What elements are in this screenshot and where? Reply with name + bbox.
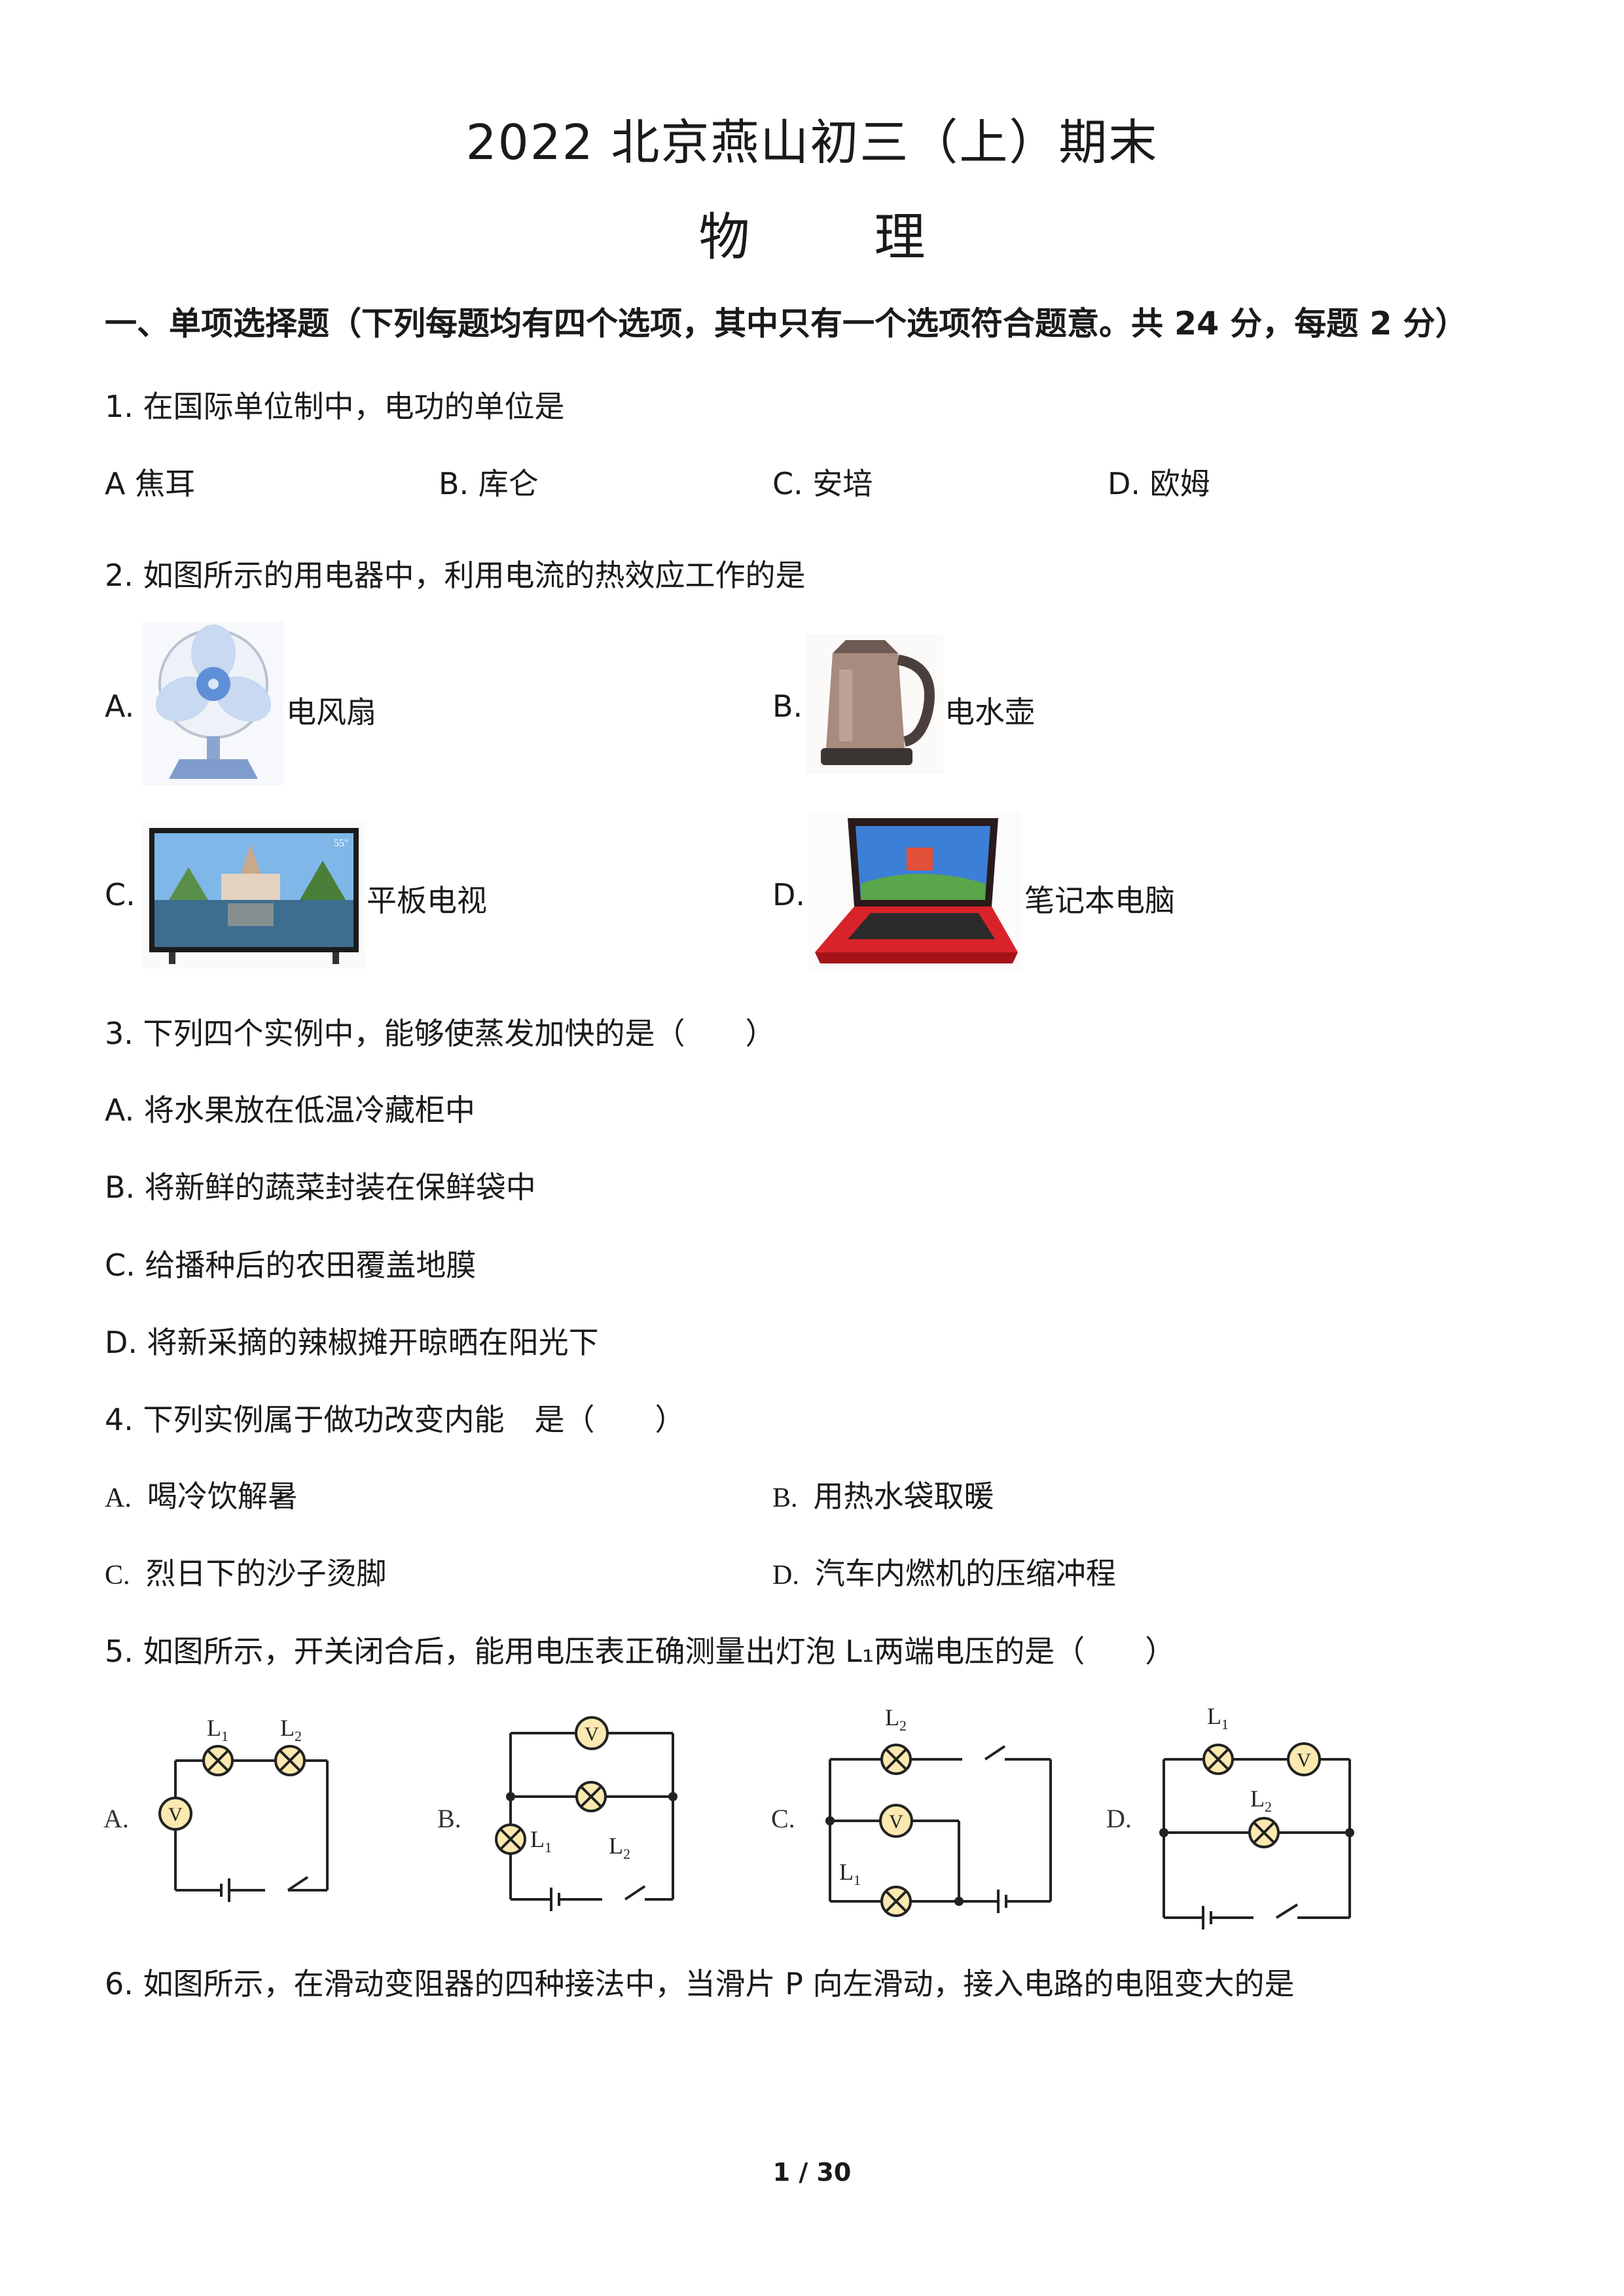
lamp-l1-icon [202, 1745, 234, 1776]
lamp-label: L2 [280, 1715, 302, 1744]
section-heading: 一、单项选择题（下列每题均有四个选项，其中只有一个选项符合题意。共 24 分，每… [105, 305, 1468, 342]
q2-option-c-letter: C. [105, 877, 135, 912]
lamp-l2-icon [1248, 1817, 1280, 1848]
q2-option-b-letter: B. [772, 689, 803, 724]
q2-option-b-label: 电水壶 [945, 694, 1035, 730]
option-letter: C. [105, 1560, 130, 1590]
q1-option-b: B. 库仑 [439, 466, 539, 501]
flat-tv-icon: 55" [143, 821, 365, 969]
option-text: 喝冷饮解暑 [147, 1479, 298, 1514]
lamp-l1-icon [495, 1823, 526, 1855]
q5-circuit-diagrams: A. B. C. D. V V V V L1 L2 L1 L2 L2 L1 L1… [103, 1703, 1354, 1929]
q4-option-c: C. 烈日下的沙子烫脚 [105, 1550, 387, 1593]
question-1-stem: 1. 在国际单位制中，电功的单位是 [105, 389, 565, 424]
q2-option-c-label: 平板电视 [367, 883, 487, 918]
lamp-l1-icon [1202, 1744, 1234, 1775]
q4-option-d: D. 汽车内燃机的压缩冲程 [772, 1550, 1116, 1593]
option-letter: D. [772, 1560, 799, 1590]
q5-option-d: D. [1106, 1804, 1132, 1833]
lamp-label: L1 [1207, 1703, 1229, 1732]
question-5-stem: 5. 如图所示，开关闭合后，能用电压表正确测量出灯泡 L₁两端电压的是（ ） [105, 1634, 1176, 1669]
document-title: 2022 北京燕山初三（上）期末 [465, 115, 1159, 171]
lamp-label: L1 [530, 1826, 552, 1856]
q1-option-c: C. 安培 [772, 466, 873, 501]
voltmeter-label: V [168, 1804, 183, 1825]
option-letter: B. [772, 1483, 798, 1513]
q2-option-d-label: 笔记本电脑 [1024, 883, 1175, 918]
q2-option-a-label: 电风扇 [286, 694, 376, 730]
lamp-label: L1 [839, 1859, 861, 1888]
page-number: 1 / 30 [772, 2158, 852, 2187]
tv-size-badge: 55" [334, 838, 349, 849]
circuit-c [829, 1745, 1052, 1913]
subject-char: 理 [874, 208, 926, 267]
option-letter: A. [105, 1483, 132, 1513]
option-text: 烈日下的沙子烫脚 [145, 1556, 387, 1591]
electric-kettle-icon [806, 634, 944, 774]
lamp-l2-icon [575, 1781, 607, 1812]
lamp-label: L2 [609, 1833, 630, 1862]
lamp-label: L2 [885, 1704, 907, 1734]
q1-option-d: D. 欧姆 [1108, 466, 1210, 501]
circuit-d [1163, 1758, 1351, 1929]
q3-option-a: A. 将水果放在低温冷藏柜中 [105, 1092, 475, 1128]
voltmeter-label: V [1297, 1749, 1311, 1771]
option-text: 汽车内燃机的压缩冲程 [814, 1556, 1116, 1591]
q5-option-b: B. [437, 1804, 461, 1833]
circuit-a [174, 1759, 329, 1902]
q3-option-b: B. 将新鲜的蔬菜封装在保鲜袋中 [105, 1170, 536, 1205]
lamp-l1-icon [880, 1886, 912, 1917]
q2-option-a-letter: A. [105, 689, 135, 724]
question-2-stem: 2. 如图所示的用电器中，利用电流的热效应工作的是 [105, 558, 806, 593]
q5-option-a: A. [103, 1804, 129, 1833]
subject-title: 物理 [0, 196, 1624, 270]
voltmeter-label: V [585, 1723, 599, 1745]
circuit-b [509, 1732, 674, 1911]
electric-fan-icon [143, 622, 283, 785]
lamp-l2-icon [274, 1745, 306, 1776]
q2-option-d-letter: D. [772, 877, 806, 912]
q3-option-d: D. 将新采摘的辣椒摊开晾晒在阳光下 [105, 1325, 599, 1360]
question-3-stem: 3. 下列四个实例中，能够使蒸发加快的是（ ） [105, 1016, 776, 1051]
question-6-stem: 6. 如图所示，在滑动变阻器的四种接法中，当滑片 P 向左滑动，接入电路的电阻变… [105, 1966, 1295, 2001]
option-text: 用热水袋取暖 [813, 1479, 994, 1514]
q4-option-a: A. 喝冷饮解暑 [105, 1473, 298, 1516]
q3-option-c: C. 给播种后的农田覆盖地膜 [105, 1247, 477, 1283]
lamp-label: L1 [207, 1715, 228, 1744]
question-4-stem: 4. 下列实例属于做功改变内能 是（ ） [105, 1402, 685, 1437]
q4-option-b: B. 用热水袋取暖 [772, 1473, 994, 1516]
subject-char: 物 [698, 208, 750, 267]
q1-option-a: A 焦耳 [105, 466, 196, 501]
lamp-label: L2 [1250, 1785, 1272, 1815]
voltmeter-label: V [889, 1811, 903, 1833]
laptop-icon [808, 812, 1021, 972]
q5-option-c: C. [771, 1804, 795, 1833]
lamp-l2-icon [880, 1744, 912, 1775]
